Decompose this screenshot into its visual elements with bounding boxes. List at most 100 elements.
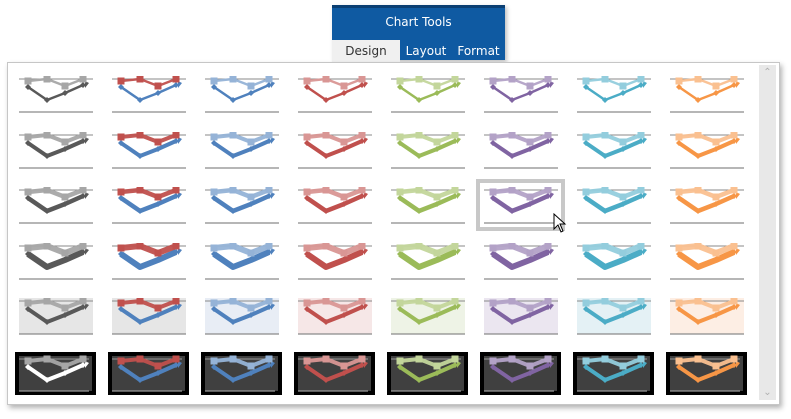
chart-style-6[interactable] — [484, 76, 558, 114]
series-1-marker — [396, 299, 404, 307]
chart-style-26[interactable] — [112, 242, 186, 281]
chart-style-29[interactable] — [391, 242, 465, 281]
series-2-marker — [44, 319, 50, 325]
chart-style-9[interactable] — [19, 131, 93, 170]
series-2-marker — [490, 195, 496, 201]
chart-style-30[interactable] — [484, 242, 558, 281]
chart-style-25[interactable] — [19, 242, 93, 281]
chart-style-19[interactable] — [205, 187, 279, 225]
tab-layout[interactable]: Layout — [405, 44, 447, 58]
chart-style-17[interactable] — [19, 187, 93, 225]
chart-style-40[interactable] — [670, 298, 744, 336]
chart-style-13[interactable] — [391, 131, 465, 170]
series-2-arrow — [550, 192, 554, 199]
chart-style-7[interactable] — [577, 76, 651, 114]
chart-style-27[interactable] — [205, 242, 279, 281]
chart-style-15[interactable] — [577, 131, 651, 170]
chart-style-3[interactable] — [205, 76, 279, 114]
chart-style-39[interactable] — [577, 298, 651, 336]
chevron-down-icon[interactable]: ⌄ — [763, 387, 772, 398]
chart-style-1[interactable] — [19, 76, 93, 114]
series-2-arrow — [178, 303, 182, 310]
series-2-marker — [323, 152, 329, 159]
series-1-marker — [43, 131, 51, 138]
series-1-marker — [508, 187, 516, 194]
chart-style-43[interactable] — [201, 352, 282, 395]
chart-style-28[interactable] — [298, 242, 372, 281]
chart-style-47[interactable] — [573, 352, 654, 395]
series-1-marker — [154, 362, 162, 370]
chart-style-36[interactable] — [298, 298, 372, 336]
series-2-marker — [173, 137, 179, 144]
chart-style-35[interactable] — [205, 298, 279, 336]
chart-style-8[interactable] — [670, 76, 744, 114]
vertical-scrollbar[interactable]: ⌃ ⌄ — [759, 65, 776, 400]
chart-style-11[interactable] — [205, 131, 279, 170]
tab-format[interactable]: Format — [457, 44, 500, 58]
chart-style-48[interactable] — [666, 352, 747, 395]
chart-style-44[interactable] — [294, 352, 375, 395]
series-1-marker — [79, 298, 87, 305]
series-2-marker — [602, 152, 608, 159]
chart-style-22[interactable] — [484, 187, 558, 225]
series-1-marker — [24, 244, 32, 251]
chart-style-4[interactable] — [298, 76, 372, 114]
series-2-arrow — [643, 247, 647, 255]
tab-design[interactable]: Design — [332, 40, 400, 63]
series-2-marker — [695, 208, 701, 214]
series-1-marker — [601, 242, 609, 249]
chart-style-31[interactable] — [577, 242, 651, 281]
series-2-arrow — [178, 136, 182, 144]
chart-style-12[interactable] — [298, 131, 372, 170]
series-1-marker — [340, 193, 348, 201]
series-2-marker — [266, 137, 272, 144]
series-1-line — [678, 77, 735, 88]
chart-style-2[interactable] — [112, 76, 186, 114]
chevron-up-icon[interactable]: ⌃ — [763, 67, 772, 78]
chart-style-18[interactable] — [112, 187, 186, 225]
series-2-marker — [230, 152, 236, 159]
chart-style-23[interactable] — [577, 187, 651, 225]
series-1-marker — [619, 138, 627, 145]
series-2-arrow — [178, 81, 182, 88]
series-1-marker — [229, 242, 237, 249]
series-2-marker — [416, 152, 422, 159]
series-2-line — [212, 138, 270, 158]
chart-style-32[interactable] — [670, 242, 744, 281]
series-2-marker — [713, 145, 719, 152]
series-2-marker — [676, 84, 682, 90]
series-2-line — [305, 248, 364, 270]
series-1-marker — [489, 357, 497, 365]
series-1-line — [399, 187, 456, 200]
chart-style-46[interactable] — [480, 352, 561, 395]
chart-style-33[interactable] — [19, 298, 93, 336]
chart-style-42[interactable] — [108, 352, 189, 395]
chart-style-41[interactable] — [15, 352, 96, 395]
chart-style-24[interactable] — [670, 187, 744, 225]
series-2-marker — [583, 364, 589, 370]
series-1-marker — [601, 355, 609, 363]
series-1-marker — [117, 188, 125, 196]
series-1-marker — [526, 82, 534, 90]
chart-style-10[interactable] — [112, 131, 186, 170]
series-1-line — [585, 357, 642, 368]
series-2-marker — [80, 193, 86, 199]
series-2-marker — [583, 306, 589, 312]
chart-style-14[interactable] — [484, 131, 558, 170]
series-2-arrow — [271, 247, 275, 255]
chart-style-45[interactable] — [387, 352, 468, 395]
chart-style-5[interactable] — [391, 76, 465, 114]
chart-style-37[interactable] — [391, 298, 465, 336]
chart-style-16[interactable] — [670, 131, 744, 170]
series-1-marker — [675, 188, 683, 196]
series-2-line — [492, 83, 549, 102]
series-2-marker — [509, 263, 515, 270]
chart-style-34[interactable] — [112, 298, 186, 336]
series-1-marker — [619, 304, 627, 312]
chart-style-21[interactable] — [391, 187, 465, 225]
series-1-marker — [265, 76, 273, 83]
series-1-marker — [637, 355, 645, 363]
chart-style-38[interactable] — [484, 298, 558, 336]
chart-style-20[interactable] — [298, 187, 372, 225]
series-2-marker — [173, 362, 179, 368]
